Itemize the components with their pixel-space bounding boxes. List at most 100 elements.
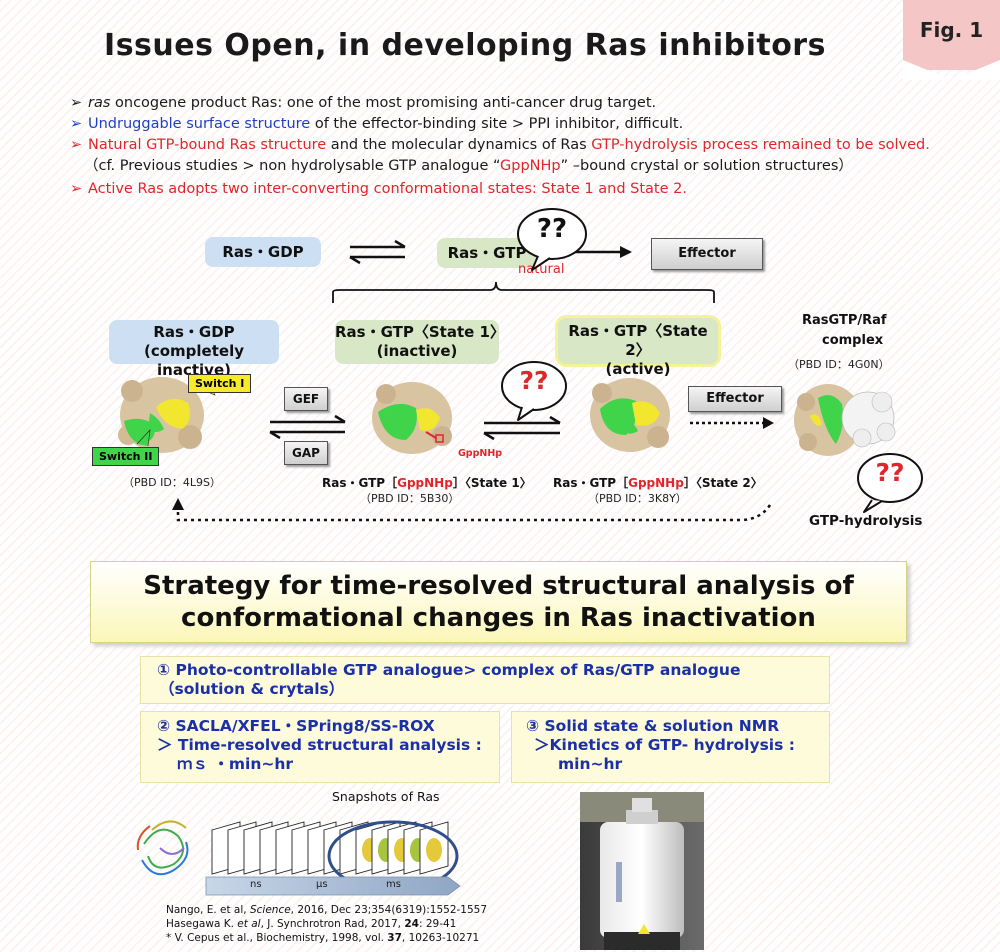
bullet-3-mid: and the molecular dynamics of Ras [326, 137, 592, 153]
reference-2: Hasegawa K. et al, J. Synchrotron Rad, 2… [166, 918, 456, 930]
page-title: Issues Open, in developing Ras inhibitor… [104, 28, 826, 63]
method-1-line1: ① Photo-controllable GTP analogue> compl… [157, 661, 741, 679]
question-bubble-right [857, 453, 923, 513]
state-equilibrium-arrows [483, 415, 561, 441]
protein-raf-complex [794, 384, 896, 456]
brace [332, 281, 715, 303]
state1-label-post: ］〈State 1〉 [452, 476, 532, 490]
strategy-line1: Strategy for time-resolved structural an… [143, 571, 854, 601]
ras-gdp-box: Ras・GDP [205, 237, 321, 267]
state2-label-pre: Ras・GTP［ [553, 476, 629, 490]
switch2-label: Switch II [92, 447, 160, 466]
ref3-bold: 37 [387, 932, 402, 944]
strategy-line2: conformational changes in Ras inactivati… [181, 603, 816, 633]
bullet-arrow-icon: ➢ [70, 137, 83, 153]
note-red: GppNHp [500, 158, 561, 174]
gef-gap-arrows [269, 414, 346, 440]
method-2-box: ② SACLA/XFEL・SPring8/SS-ROX ＞ Time-resol… [140, 711, 500, 783]
bullet-2-text: of the effector-binding site > PPI inhib… [310, 116, 684, 132]
strategy-banner: Strategy for time-resolved structural an… [90, 561, 907, 643]
state2-label-post: ］〈State 2〉 [683, 476, 763, 490]
fig-badge: Fig. 1 [903, 0, 1000, 70]
raf-label-1: RasGTP/Raf [802, 313, 887, 328]
bullet-3-red1: Natural GTP-bound Ras structure [88, 137, 327, 153]
state1-label-red: GppNHp [397, 476, 453, 490]
snapshots-title: Snapshots of Ras [332, 789, 440, 804]
tick-ns: ns [250, 879, 262, 890]
effector-dotted-arrow [690, 417, 774, 429]
pdb-gdp: （PBD ID：4L9S） [123, 476, 221, 489]
pdb-state1: （PBD ID：5B30） [360, 492, 460, 505]
fig-label: Fig. 1 [919, 18, 984, 42]
bullet-1: ➢ ras oncogene product Ras: one of the mo… [70, 93, 656, 113]
ref2-c: : 29-41 [418, 918, 457, 930]
bullet-arrow-icon: ➢ [70, 95, 83, 111]
raf-pdb: （PBD ID：4G0N） [788, 358, 890, 371]
bullet-2: ➢Undruggable surface structure of the ef… [70, 114, 683, 134]
protein-state1 [372, 382, 452, 454]
bullet-1-italic: ras [88, 95, 111, 111]
raf-label-2: complex [822, 333, 884, 348]
method-3-line3: min~hr [558, 755, 623, 773]
ref3-a: * V. Cepus et al., Biochemistry, 1998, v… [166, 932, 388, 944]
bullet-2-blue: Undruggable surface structure [88, 116, 311, 132]
snapshots-graphic [136, 820, 461, 896]
tick-ms: ms [386, 879, 401, 890]
method-3-line1: ③ Solid state & solution NMR [526, 717, 780, 735]
ribbon-structure [136, 820, 189, 876]
ref3-c: , 10263-10271 [401, 932, 480, 944]
question-bubble-mid [501, 361, 567, 421]
bullet-4: ➢ Active Ras adopts two inter-converting … [70, 179, 687, 199]
reference-1: Nango, E. et al, Science, 2016, Dec 23;3… [166, 904, 487, 916]
ref1-b: , 2016, Dec 23;354(6319):1552-1557 [290, 904, 488, 916]
question-text-mid: ?? [519, 366, 549, 395]
effector-box-mid: Effector [688, 386, 782, 412]
equilibrium-arrows-top [349, 239, 406, 265]
note-pre: （cf. Previous studies > non hydrolysable… [84, 158, 501, 174]
snapshot-frames [211, 821, 449, 875]
state1-line2: (inactive) [376, 342, 458, 360]
ras-gdp-inactive-line1: Ras・GDP [153, 323, 235, 341]
protein-state2 [590, 378, 670, 452]
question-bubble-top [517, 208, 587, 271]
effector-box-top: Effector [651, 238, 763, 270]
bullet-3-note: （cf. Previous studies > non hydrolysable… [84, 156, 853, 176]
bullet-1-text: oncogene product Ras: one of the most pr… [110, 95, 657, 111]
natural-label: natural [518, 262, 565, 277]
note-post: ” –bound crystal or solution structures） [560, 158, 853, 174]
scheme-graphics [118, 208, 923, 522]
question-text-top: ?? [536, 214, 568, 244]
method-2-line2: ＞ Time-resolved structural analysis : [157, 736, 482, 754]
nmr-spectrometer-photo [580, 792, 704, 950]
bullet-3: ➢ Natural GTP-bound Ras structure and the… [70, 135, 930, 155]
method-3-box: ③ Solid state & solution NMR ＞Kinetics o… [511, 711, 830, 783]
state2-box: Ras・GTP〈State 2〉 (active) [558, 318, 718, 378]
switch1-label: Switch I [188, 374, 252, 393]
protein-gdp [118, 377, 204, 453]
time-arrow [205, 876, 461, 896]
bullet-arrow-icon: ➢ [70, 181, 83, 197]
state1-box: Ras・GTP〈State 1〉 (inactive) [335, 320, 505, 364]
question-text-right: ?? [875, 458, 905, 487]
method-1-line2: （solution & crytals） [159, 680, 345, 698]
gap-box: GAP [284, 441, 328, 465]
state2-line2: (active) [605, 360, 671, 378]
ref2-b: , J. Synchrotron Rad, 2017, [260, 918, 405, 930]
method-3-line2: ＞Kinetics of GTP- hydrolysis : [534, 736, 795, 754]
switch2-pointer [136, 429, 151, 447]
bullet-3-red2: GTP-hydrolysis process remained to be so… [591, 137, 930, 153]
state1-label: Ras・GTP［GppNHp］〈State 1〉 [322, 474, 532, 491]
ref2-bold: 24 [404, 918, 419, 930]
gef-box: GEF [284, 387, 328, 411]
return-dotted-arrow [172, 498, 772, 522]
method-2-line1: ② SACLA/XFEL・SPring8/SS-ROX [157, 717, 435, 735]
state2-label-red: GppNHp [628, 476, 684, 490]
ras-gtp-box: Ras・GTP [437, 238, 537, 268]
ref2-i: et al [237, 918, 261, 930]
state2-label: Ras・GTP［GppNHp］〈State 2〉 [553, 474, 763, 491]
bullet-4-text: Active Ras adopts two inter-converting c… [88, 181, 687, 197]
ref1-a: Nango, E. et al, [166, 904, 250, 916]
ref1-i: Science [249, 904, 291, 916]
state1-label-pre: Ras・GTP［ [322, 476, 398, 490]
